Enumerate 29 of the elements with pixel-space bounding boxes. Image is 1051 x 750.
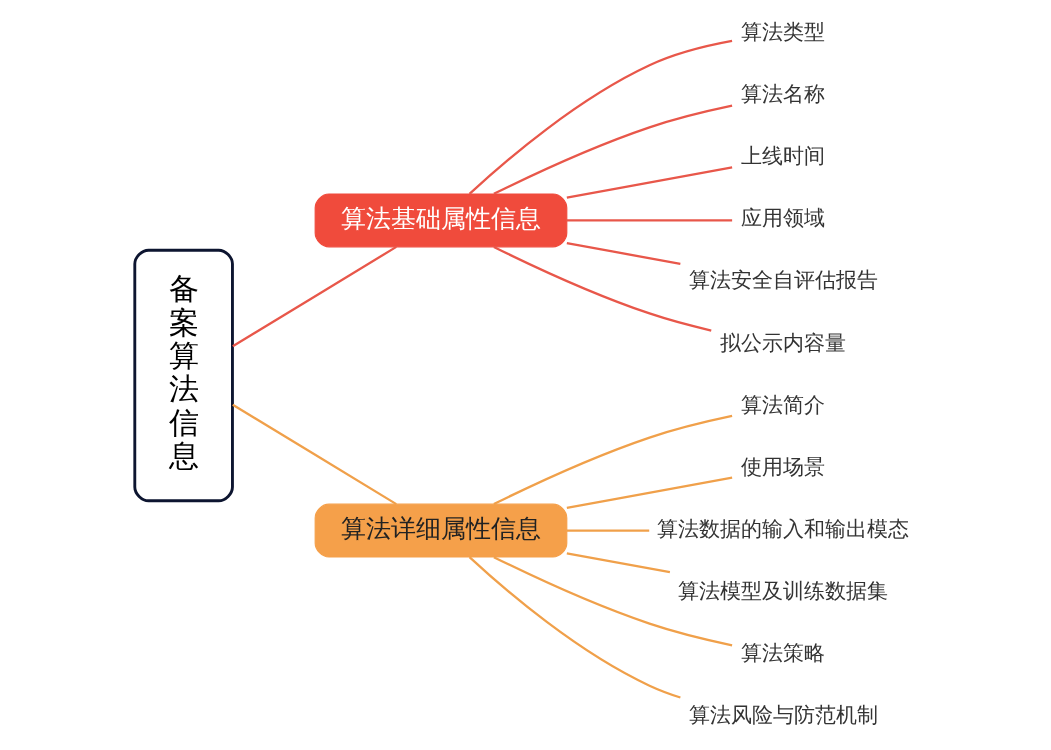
node-text: 算法类型 (740, 19, 825, 44)
connector (468, 555, 681, 699)
connector (566, 476, 732, 509)
connector (566, 241, 681, 265)
connector (468, 39, 732, 195)
node-text: 拟公示内容量 (719, 330, 846, 355)
node-text: 算法简介 (740, 392, 825, 417)
node-text: 算法名称 (740, 81, 825, 106)
node-box: 算法基础属性信息 (314, 192, 567, 247)
node-text: 应用领域 (740, 205, 825, 230)
connector (492, 414, 732, 505)
node-text: 使用场景 (740, 454, 825, 479)
node-text: 算法策略 (740, 640, 825, 665)
node-text: 算法安全自评估报告 (688, 267, 878, 292)
connector (566, 551, 670, 573)
node-text: 算法风险与防范机制 (688, 702, 878, 727)
node-box: 算法详细属性信息 (314, 503, 567, 558)
node-text: 算法数据的输入和输出模态 (656, 516, 909, 541)
connector (492, 555, 732, 646)
connector (231, 245, 397, 347)
connector (231, 403, 397, 505)
connector (566, 218, 732, 222)
connector (566, 165, 732, 199)
node-box: 备案算法信息 (132, 248, 234, 502)
connector (492, 245, 711, 332)
node-text: 上线时间 (740, 143, 825, 168)
connector (566, 528, 649, 532)
connector (492, 104, 732, 195)
node-text: 算法模型及训练数据集 (677, 578, 888, 603)
